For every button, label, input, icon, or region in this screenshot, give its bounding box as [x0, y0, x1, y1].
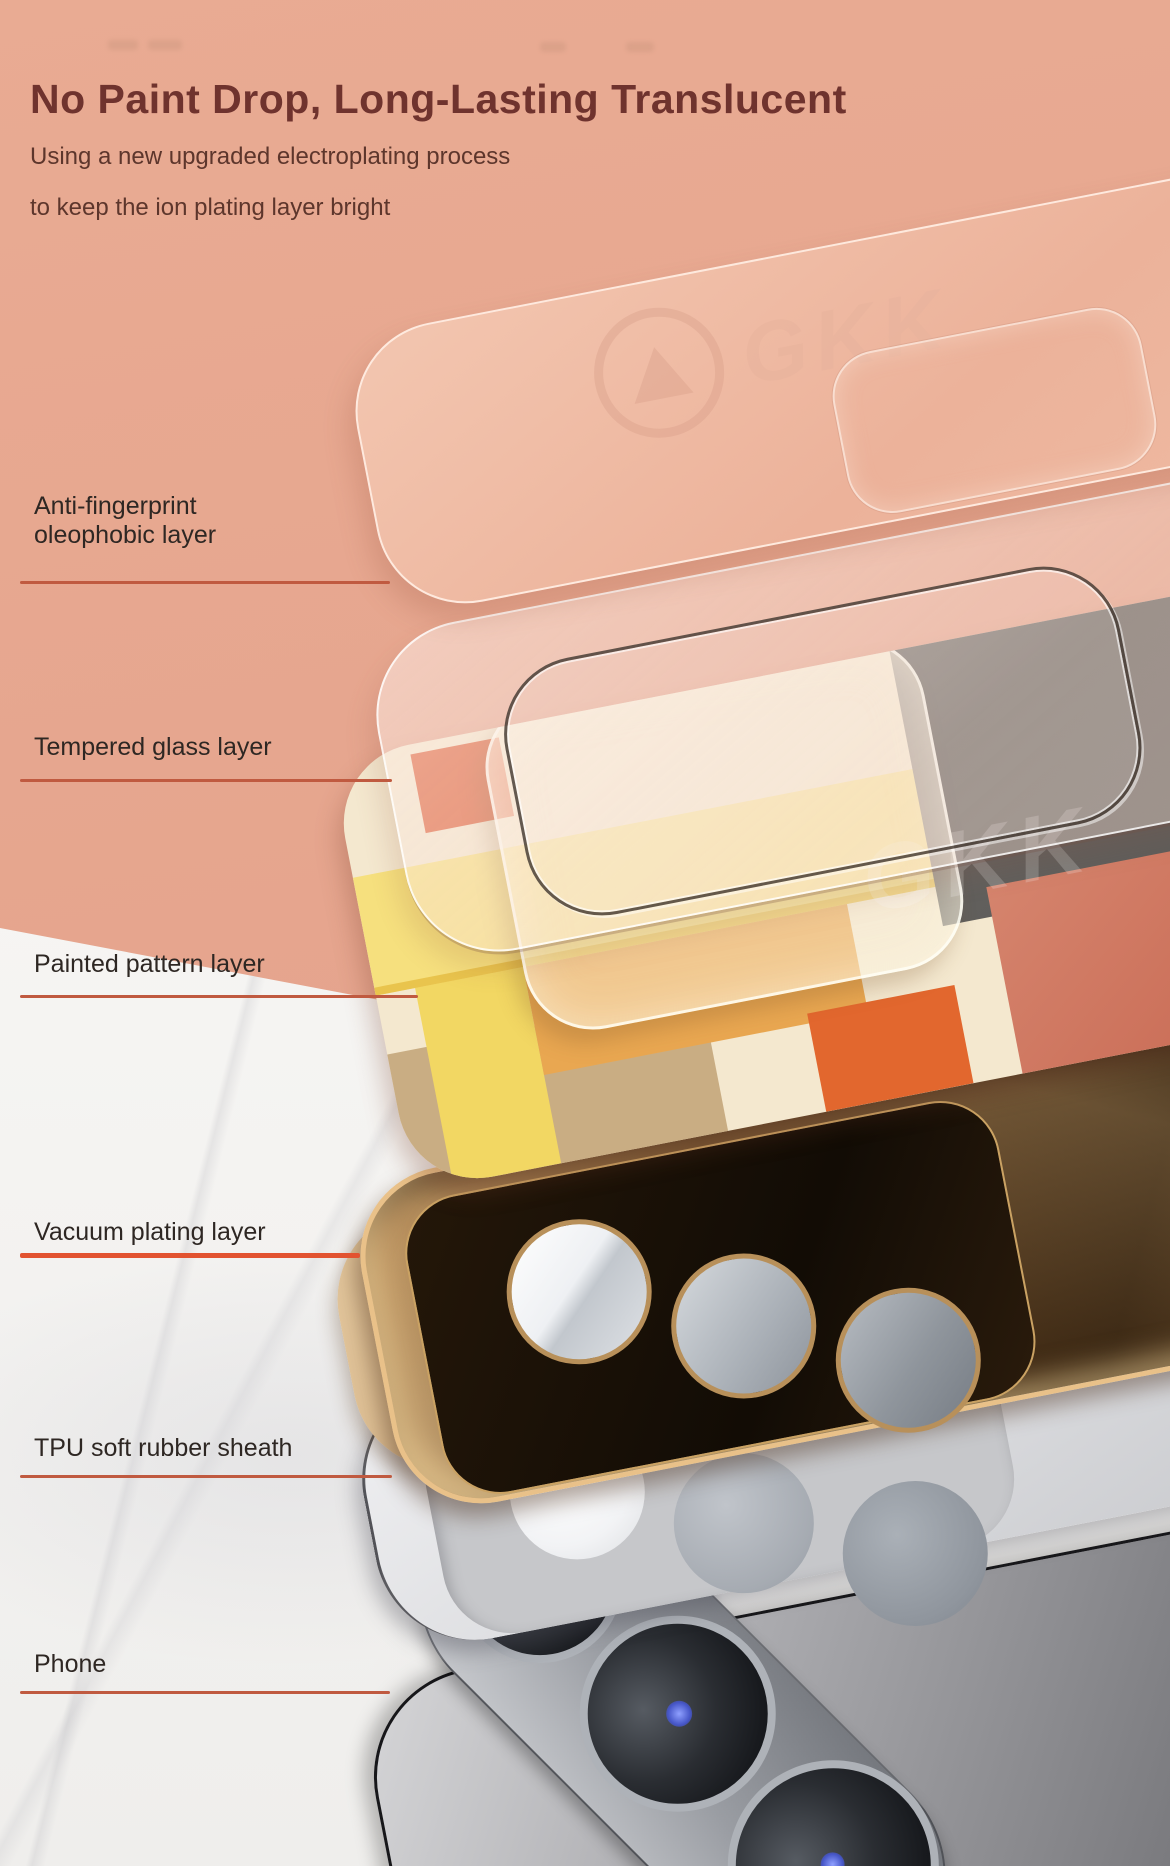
callout-tpu-sheath: TPU soft rubber sheath [34, 1434, 292, 1463]
gkk-logo-icon [582, 296, 736, 449]
camera-lens-mirror [658, 1241, 829, 1412]
callout-label: oleophobic layer [34, 521, 217, 549]
subtitle-line-1: Using a new upgraded electroplating proc… [30, 143, 511, 170]
page-title: No Paint Drop, Long-Lasting Translucent [30, 76, 847, 122]
callout-label: Vacuum plating layer [34, 1218, 266, 1246]
callout-label: Anti-fingerprint [34, 492, 197, 520]
camera-lens-mirror [494, 1206, 665, 1377]
lens-glint [660, 1695, 698, 1733]
callout-anti-fingerprint: Anti-fingerprint oleophobic layer [34, 492, 216, 550]
callout-label: Phone [34, 1650, 107, 1678]
ghost-artifact [148, 40, 182, 50]
ghost-artifact [540, 42, 566, 52]
lens-glint [815, 1847, 850, 1866]
callout-label: Tempered glass layer [34, 733, 272, 761]
ghost-artifact [108, 40, 138, 50]
callout-painted-pattern: Painted pattern layer [34, 950, 265, 979]
callout-line [20, 995, 418, 998]
callout-line [20, 1691, 390, 1694]
callout-line [20, 1253, 360, 1258]
callout-line [20, 779, 392, 782]
callout-label: Painted pattern layer [34, 950, 265, 978]
callout-vacuum-plating: Vacuum plating layer [34, 1218, 266, 1247]
subtitle-line-2: to keep the ion plating layer bright [30, 194, 391, 221]
callout-tempered-glass: Tempered glass layer [34, 733, 272, 762]
ghost-artifact [626, 42, 654, 52]
callout-phone: Phone [34, 1650, 106, 1679]
callout-line [20, 581, 390, 584]
callout-label: TPU soft rubber sheath [34, 1434, 293, 1462]
callout-line [20, 1475, 392, 1478]
